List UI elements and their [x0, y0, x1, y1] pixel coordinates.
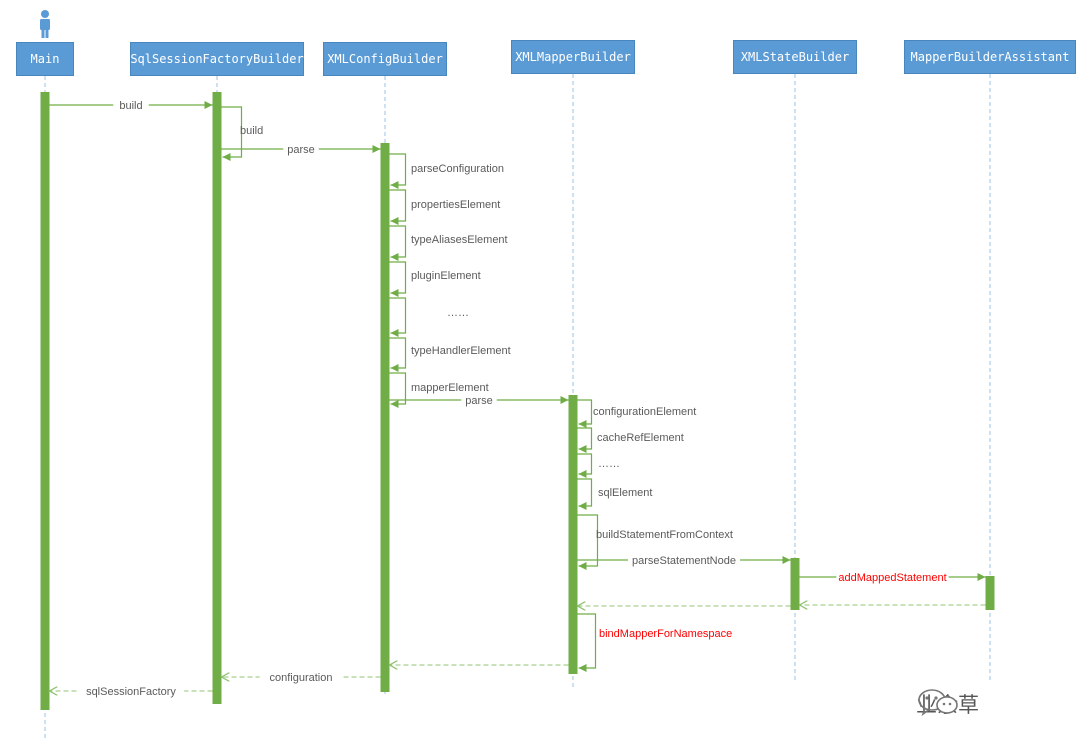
- participant-mapperbuilderassistant: MapperBuilderAssistant: [904, 40, 1076, 74]
- person-icon: [40, 10, 50, 38]
- message-0-build-bg: [113, 99, 149, 112]
- message-14-sqlelement-label: sqlElement: [598, 487, 652, 499]
- activation-bar-ssfb: [212, 92, 222, 704]
- participant-xmlstatebuilder: XMLStateBuilder: [733, 40, 857, 74]
- watermark: 业余草: [916, 687, 1056, 721]
- message-2-parse-bg: [283, 143, 319, 156]
- message-5-typealiaseselement: [389, 225, 407, 261]
- lifelines: [44, 74, 991, 738]
- message-12-cacherefelement-label: cacheRefElement: [597, 432, 684, 444]
- messages: build build parse parseConfiguration propert…: [50, 99, 986, 698]
- message-15-buildstatementfromcontext: [577, 514, 599, 570]
- activation-bar-xmb: [568, 395, 578, 674]
- wechat-icon: [918, 689, 958, 717]
- message-22-configuration-label: configuration: [270, 672, 333, 684]
- message-12-cacherefelement: [577, 427, 593, 453]
- message-3-parseconfiguration: [389, 153, 407, 189]
- participant-xmlconfigbuilder: XMLConfigBuilder: [323, 42, 447, 76]
- message-13-ellipsis: [577, 453, 593, 478]
- message-14-sqlelement: [577, 478, 593, 510]
- message-8-typehandlerelement-label: typeHandlerElement: [411, 345, 511, 357]
- message-2-parse-label: parse: [287, 144, 315, 156]
- participant-sqlsessionfactorybuilder: SqlSessionFactoryBuilder: [130, 42, 304, 76]
- message-20-bindmapperfornamespace: [577, 613, 597, 672]
- message-3-parseconfiguration-label: parseConfiguration: [411, 163, 504, 175]
- participant-xmlmapperbuilder: XMLMapperBuilder: [511, 40, 635, 74]
- message-10-parse-bg: [461, 394, 497, 407]
- message-15-buildstatementfromcontext-label: buildStatementFromContext: [596, 529, 733, 541]
- message-0-build-label: build: [119, 100, 142, 112]
- message-11-configurationelement-label: configurationElement: [593, 406, 696, 418]
- activation-bar-main: [40, 92, 50, 710]
- message-17-addmappedstatement-label: addMappedStatement: [838, 572, 946, 584]
- message-17-addmappedstatement-bg: [836, 571, 949, 584]
- message-22-configuration-bg: [259, 671, 343, 684]
- message-20-bindmapperfornamespace-label: bindMapperForNamespace: [599, 628, 732, 640]
- activation-bar-xcb: [380, 143, 390, 692]
- activation-bar-mba: [985, 576, 995, 610]
- participant-main: Main: [16, 42, 74, 76]
- message-7-ellipsis: [389, 297, 407, 337]
- activation-bars: [40, 92, 995, 710]
- message-23-sqlsessionfactory-bg: [77, 685, 185, 698]
- message-4-propertieselement-label: propertiesElement: [411, 199, 500, 211]
- message-13-ellipsis-label: ……: [598, 458, 620, 470]
- message-4-propertieselement: [389, 189, 407, 225]
- message-16-parsestatementnode-label: parseStatementNode: [632, 555, 736, 567]
- message-1-build: [221, 106, 243, 161]
- message-6-pluginelement-label: pluginElement: [411, 270, 481, 282]
- message-9-mapperelement: [389, 372, 407, 408]
- message-16-parsestatementnode-bg: [627, 554, 741, 567]
- message-6-pluginelement: [389, 261, 407, 297]
- message-8-typehandlerelement: [389, 337, 407, 372]
- message-5-typealiaseselement-label: typeAliasesElement: [411, 234, 508, 246]
- message-10-parse-label: parse: [465, 395, 493, 407]
- message-9-mapperelement-label: mapperElement: [411, 382, 489, 394]
- message-11-configurationelement: [577, 399, 593, 428]
- message-23-sqlsessionfactory-label: sqlSessionFactory: [86, 686, 176, 698]
- activation-bar-xsb: [790, 558, 800, 610]
- message-1-build-label: build: [240, 125, 263, 137]
- message-7-ellipsis-label: ……: [447, 307, 469, 319]
